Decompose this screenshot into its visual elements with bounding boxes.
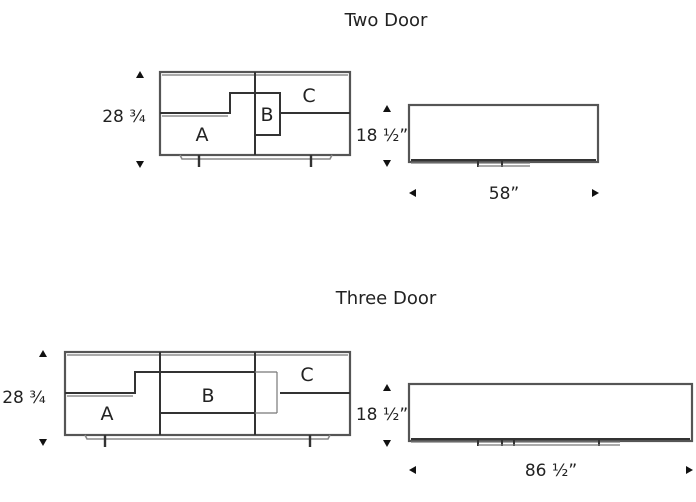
depth-arrow-up — [383, 105, 391, 112]
three-door-height-label: 28 ¾ — [2, 388, 46, 408]
depth-arrow-down — [383, 440, 391, 447]
width-arrow-right — [686, 466, 693, 474]
height-arrow-down — [136, 161, 144, 168]
three-door-width-label: 86 ½” — [525, 461, 577, 481]
depth-arrow-down — [383, 160, 391, 167]
two-door-front-view: A B C — [158, 70, 352, 167]
two-door-side-view — [407, 103, 600, 167]
two-door-width-label: 58” — [489, 184, 519, 204]
three-door-title: Three Door — [335, 288, 437, 309]
height-arrow-up — [39, 350, 47, 357]
three-door-front-view: A B C — [63, 350, 352, 447]
compartment-label-c: C — [302, 85, 315, 107]
three-door-depth-label: 18 ½” — [356, 405, 408, 425]
compartment-label-a: A — [101, 403, 114, 425]
two-door-depth-label: 18 ½” — [356, 126, 408, 146]
two-door-title: Two Door — [344, 10, 428, 31]
width-arrow-right — [592, 189, 599, 197]
compartment-label-b: B — [260, 104, 273, 126]
compartment-label-b: B — [201, 385, 214, 407]
height-arrow-up — [136, 71, 144, 78]
width-arrow-left — [409, 189, 416, 197]
width-arrow-left — [409, 466, 416, 474]
side-cabinet-outline — [407, 103, 600, 164]
three-door-side-view — [407, 382, 694, 446]
depth-arrow-up — [383, 384, 391, 391]
compartment-label-c: C — [300, 364, 313, 386]
side-cabinet-outline — [407, 382, 694, 443]
height-arrow-down — [39, 439, 47, 446]
compartment-b-box — [254, 92, 281, 136]
two-door-height-label: 28 ¾ — [102, 107, 146, 127]
two-door-section: Two Door 28 ¾ A B C 18 ½” — [102, 10, 600, 204]
three-door-section: Three Door 28 ¾ A B — [2, 288, 694, 481]
compartment-label-a: A — [196, 124, 209, 146]
